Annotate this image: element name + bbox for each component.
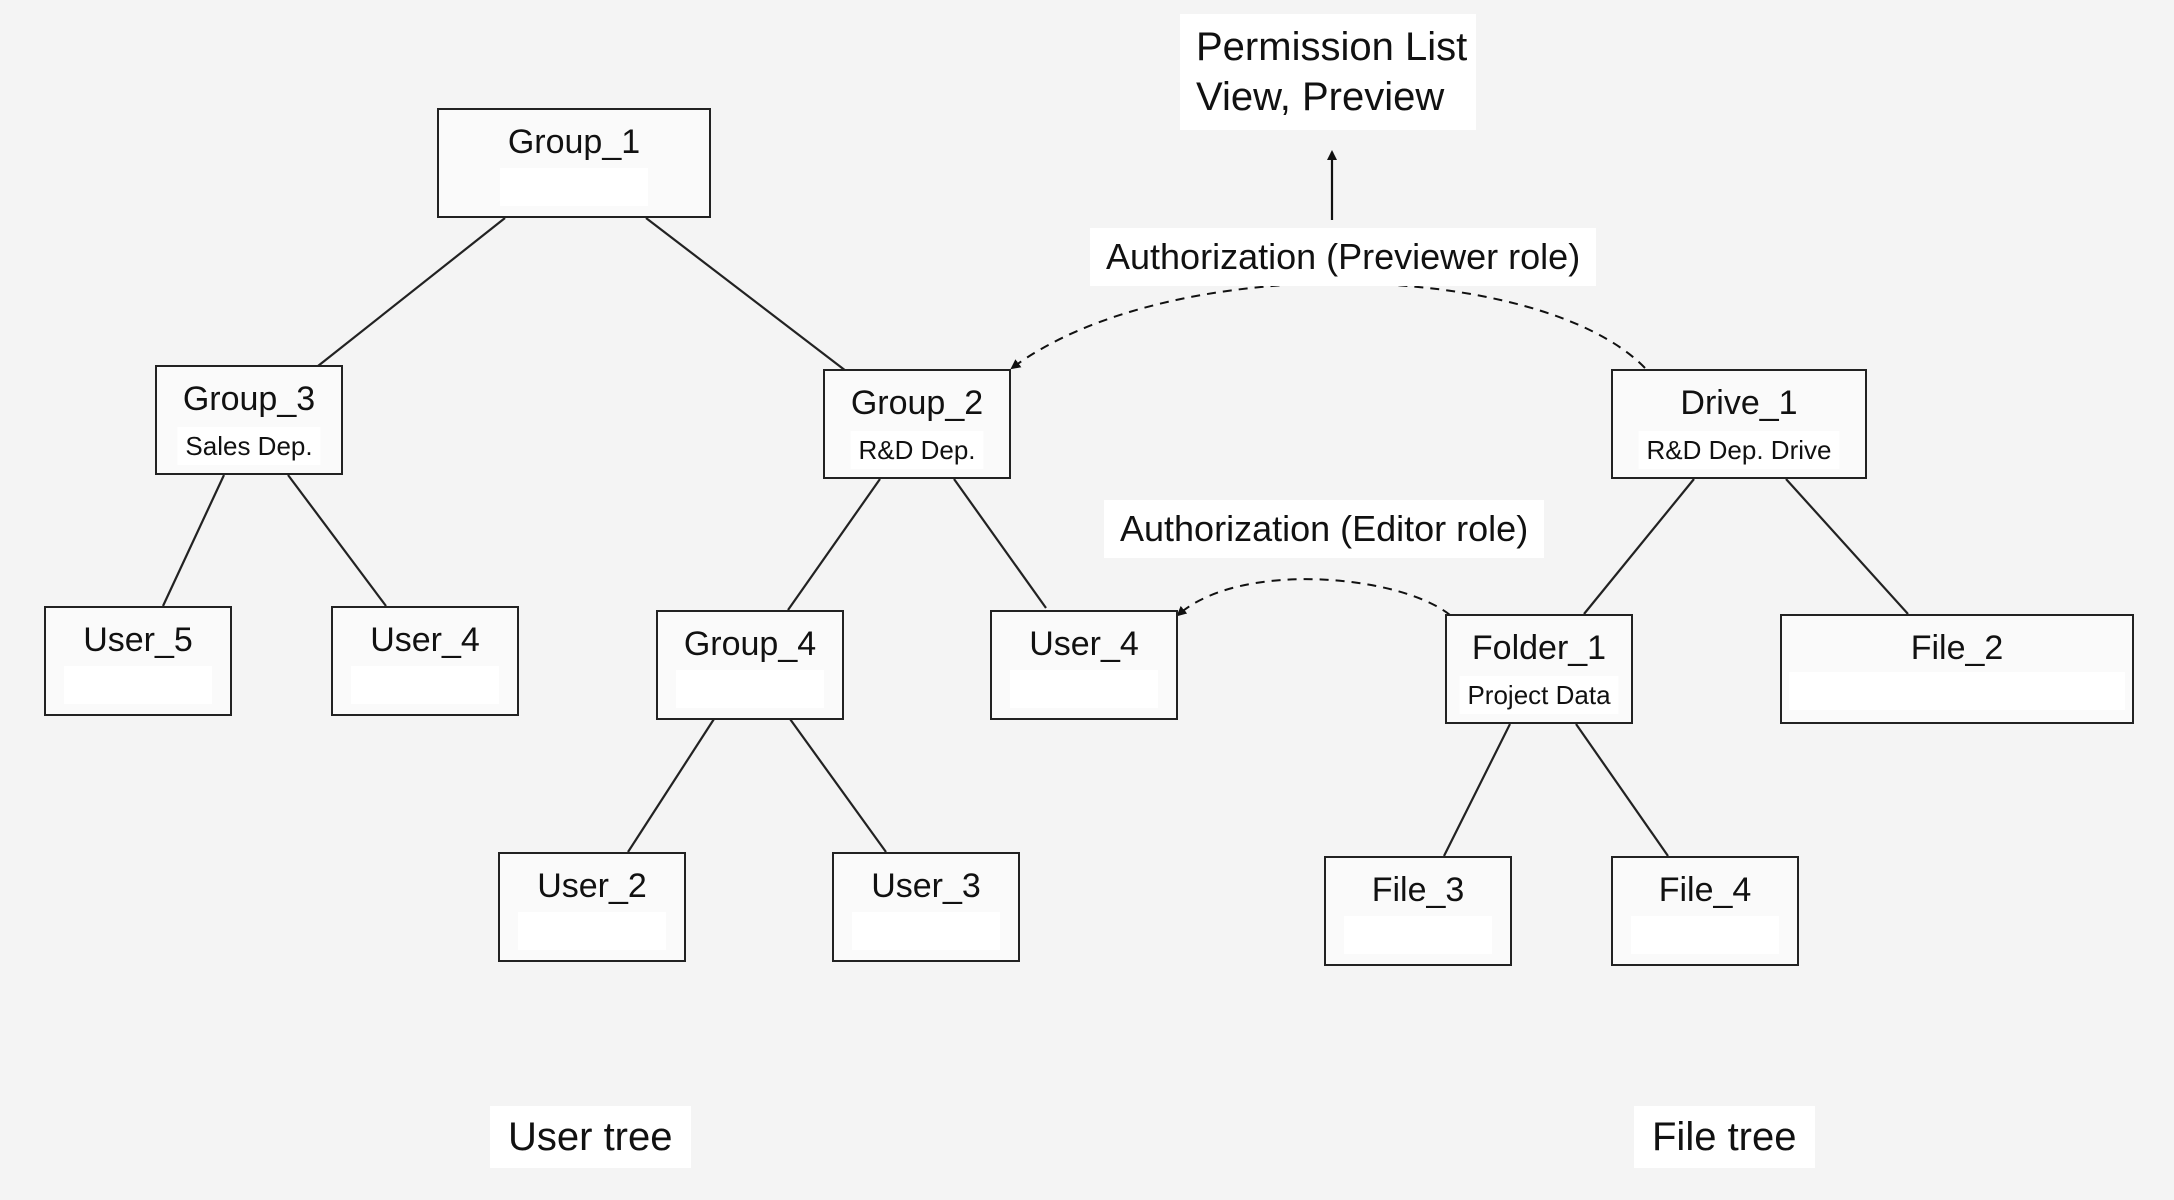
edge-group4-user2 (627, 718, 715, 853)
edge-group3-user5 (162, 474, 225, 607)
node-user-2[interactable]: User_2 (498, 852, 686, 962)
edge-drive1-folder1 (1583, 478, 1695, 615)
node-drive-1[interactable]: Drive_1 R&D Dep. Drive (1611, 369, 1867, 479)
node-title: User_5 (83, 621, 193, 659)
node-user-5[interactable]: User_5 (44, 606, 232, 716)
node-file-2[interactable]: File_2 (1780, 614, 2134, 724)
node-user-3[interactable]: User_3 (832, 852, 1020, 962)
node-title: Group_3 (182, 380, 316, 418)
node-subtitle: Project Data (1459, 676, 1619, 714)
edge-group1-group2 (645, 217, 847, 372)
node-title: Group_1 (507, 123, 641, 161)
node-subtitle: R&D Dep. (850, 431, 984, 469)
node-title: User_4 (370, 621, 480, 659)
permission-list-title: Permission List (1196, 25, 1468, 69)
node-title: File_4 (1658, 871, 1752, 909)
node-title: Folder_1 (1471, 629, 1607, 667)
edge-group1-group3 (317, 217, 506, 367)
user-tree-caption: User tree (490, 1106, 691, 1168)
edge-drive1-file2 (1785, 478, 1909, 615)
node-title: Group_2 (850, 384, 984, 422)
edge-group2-user4b (953, 478, 1047, 609)
editor-authorization-label: Authorization (Editor role) (1104, 500, 1545, 558)
node-subtitle: R&D Dep. Drive (1638, 431, 1840, 469)
node-subtitle (1010, 670, 1158, 708)
node-file-4[interactable]: File_4 (1611, 856, 1799, 966)
node-title: User_4 (1029, 625, 1139, 663)
node-title: File_2 (1910, 629, 2004, 667)
node-group-2[interactable]: Group_2 R&D Dep. (823, 369, 1011, 479)
node-title: User_2 (537, 867, 647, 905)
node-group-3[interactable]: Group_3 Sales Dep. (155, 365, 343, 475)
previewer-arc (1010, 282, 1646, 370)
editor-arc (1176, 578, 1451, 617)
node-title: User_3 (871, 867, 981, 905)
node-title: Group_4 (683, 625, 817, 663)
permission-list-box: Permission List View, Preview (1180, 14, 1476, 130)
node-subtitle: Sales Dep. (177, 427, 321, 465)
edge-group2-group4 (787, 478, 881, 611)
node-group-4[interactable]: Group_4 (656, 610, 844, 720)
previewer-authorization-label: Authorization (Previewer role) (1090, 228, 1597, 286)
file-tree-caption: File tree (1634, 1106, 1815, 1168)
node-subtitle (351, 666, 499, 704)
node-user-4-rd[interactable]: User_4 (990, 610, 1178, 720)
edge-group4-user3 (789, 718, 887, 853)
node-group-1[interactable]: Group_1 (437, 108, 711, 218)
node-subtitle (1344, 916, 1492, 954)
node-subtitle (1789, 672, 2125, 710)
edge-folder1-file3 (1443, 723, 1511, 857)
node-file-3[interactable]: File_3 (1324, 856, 1512, 966)
node-subtitle (518, 912, 666, 950)
edge-folder1-file4 (1575, 723, 1669, 857)
node-subtitle (64, 666, 212, 704)
node-user-4-sales[interactable]: User_4 (331, 606, 519, 716)
node-folder-1[interactable]: Folder_1 Project Data (1445, 614, 1633, 724)
node-subtitle (676, 670, 824, 708)
node-subtitle (500, 168, 648, 206)
edge-group3-user4a (287, 474, 387, 607)
node-title: Drive_1 (1680, 384, 1798, 422)
node-title: File_3 (1371, 871, 1465, 909)
permission-list-values: View, Preview (1196, 75, 1445, 119)
node-subtitle (1631, 916, 1779, 954)
node-subtitle (852, 912, 1000, 950)
